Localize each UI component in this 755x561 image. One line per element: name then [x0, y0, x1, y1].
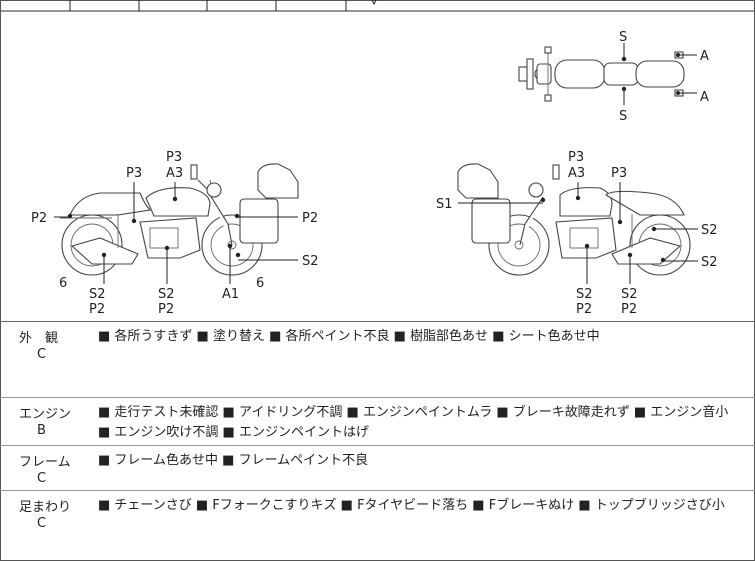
section-frame: フレーム C ■ フレーム色あせ中 ■ フレームペイント不良: [0, 445, 755, 491]
section-engine: エンジン B ■ 走行テスト未確認 ■ アイドリング不調 ■ エンジンペイントム…: [0, 397, 755, 446]
right-label-s2-wheel: S2: [701, 255, 718, 270]
top-label-a-upper: A: [700, 49, 709, 64]
right-label-p2-muffler: P2: [621, 302, 637, 317]
right-label-p2-engine: P2: [576, 302, 592, 317]
left-label-s2-engine: S2: [158, 287, 175, 302]
section-description: ■ チェーンさび ■ Fフォークこすりキズ ■ Fタイヤビード落ち ■ Fブレー…: [98, 498, 725, 513]
top-label-s-lower: S: [619, 109, 627, 124]
section-category: エンジン: [19, 407, 72, 422]
section-grade: C: [37, 516, 47, 531]
section-description: ■ 走行テスト未確認 ■ アイドリング不調 ■ エンジンペイントムラ ■ ブレー…: [98, 405, 729, 440]
left-label-p2-front: P2: [302, 211, 318, 226]
section-exterior: 外 観 C ■ 各所うすきず ■ 塗り替え ■ 各所ペイント不良 ■ 樹脂部色あ…: [0, 321, 755, 398]
section-description: ■ フレーム色あせ中 ■ フレームペイント不良: [98, 453, 369, 468]
right-label-s2-engine: S2: [576, 287, 593, 302]
left-label-p2-engine: P2: [158, 302, 174, 317]
top-label-a-lower: A: [700, 90, 709, 105]
top-view: S S A A: [518, 30, 709, 124]
top-label-s-upper: S: [619, 30, 627, 45]
left-label-p2-muffler: P2: [89, 302, 105, 317]
section-category: フレーム: [19, 455, 71, 470]
section-description: ■ 各所うすきず ■ 塗り替え ■ 各所ペイント不良 ■ 樹脂部色あせ ■ シー…: [98, 329, 600, 344]
right-label-p3: P3: [611, 166, 627, 181]
section-grade: C: [37, 347, 47, 362]
right-label-s1: S1: [436, 197, 453, 212]
section-grade: C: [37, 471, 47, 486]
left-label-6-front: 6: [256, 276, 264, 291]
right-label-s2-fork: S2: [701, 223, 718, 238]
left-label-a3: A3: [166, 166, 183, 181]
left-side-view: P3 A3 P3 P2 P2 S2 6 6 S2 P2 S2 P2 A1: [31, 150, 319, 317]
section-category: 外 観: [19, 331, 59, 346]
right-label-a3: A3: [568, 166, 585, 181]
section-chassis: 足まわり C ■ チェーンさび ■ Fフォークこすりキズ ■ Fタイヤビード落ち…: [0, 490, 755, 561]
section-category: 足まわり: [19, 500, 72, 515]
right-side-view: P3 A3 P3 S1 S2 S2 S2 P2 S2 P2: [436, 150, 718, 317]
section-grade: B: [37, 423, 46, 438]
right-label-p3-top: P3: [568, 150, 584, 165]
right-label-s2-muffler: S2: [621, 287, 638, 302]
left-label-s2-front: S2: [302, 254, 319, 269]
left-label-p3-top: P3: [166, 150, 182, 165]
left-label-s2-muffler: S2: [89, 287, 106, 302]
left-label-p3: P3: [126, 166, 142, 181]
left-label-6-rear: 6: [59, 276, 67, 291]
left-label-a1: A1: [222, 287, 239, 302]
left-label-p2-rear: P2: [31, 211, 47, 226]
